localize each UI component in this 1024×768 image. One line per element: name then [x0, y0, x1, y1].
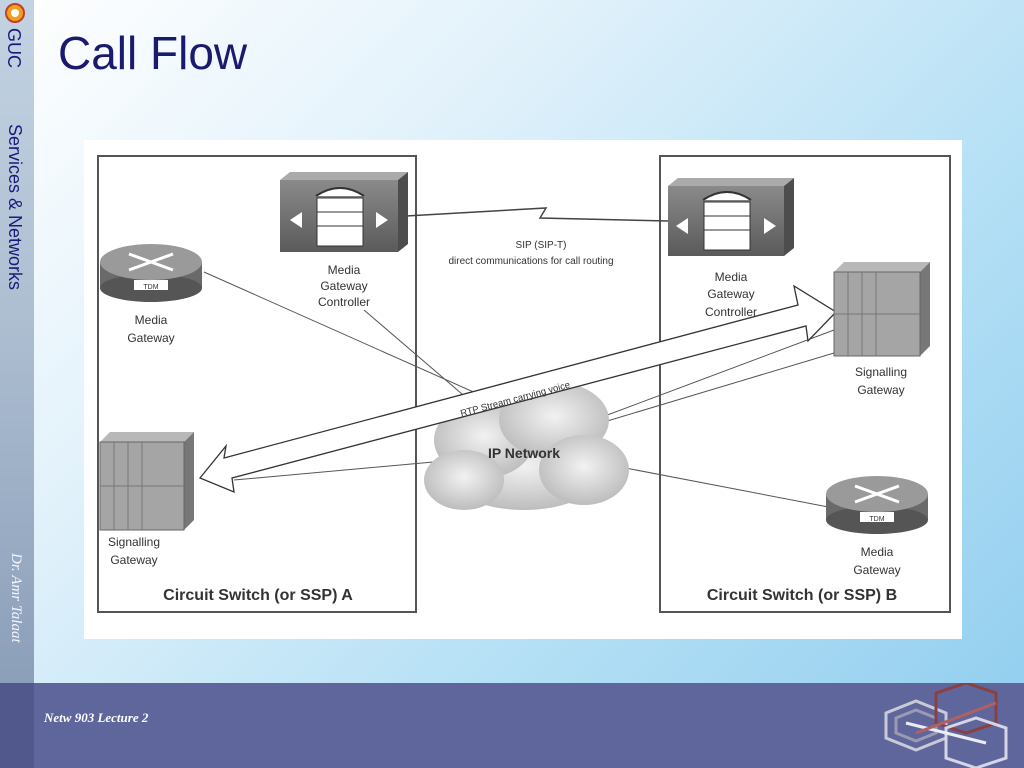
ip-network-label: IP Network	[488, 445, 560, 461]
slide-title: Call Flow	[58, 27, 248, 79]
footer-bar: Netw 903 Lecture 2	[0, 683, 1024, 768]
footer-left-block	[0, 683, 34, 768]
mg-b-label-2: Gateway	[853, 563, 900, 577]
mg-a-label-1: Media	[135, 313, 168, 327]
mg-b-label-1: Media	[861, 545, 894, 559]
media-gateway-b-icon	[826, 476, 928, 534]
ip-network-cloud	[424, 382, 629, 510]
sg-b-label-2: Gateway	[857, 383, 904, 397]
sip-link	[405, 207, 669, 222]
sg-a-label-2: Gateway	[110, 553, 157, 567]
guc-logo: GUC	[2, 0, 32, 80]
call-flow-diagram: SIP (SIP-T) direct communications for ca…	[84, 140, 962, 639]
sidebar-course-title: Services & Networks	[5, 124, 25, 291]
media-gateway-controller-a-icon	[280, 172, 408, 252]
circuit-switch-a-title: Circuit Switch (or SSP) A	[163, 587, 353, 604]
circuit-switch-b-title: Circuit Switch (or SSP) B	[707, 587, 897, 604]
tdm-label-b: TDM	[869, 516, 884, 523]
author-name: Dr. Amr Talaat	[8, 553, 24, 643]
circuit-switch-a-box	[97, 155, 417, 613]
media-gateway-a-icon	[100, 244, 202, 302]
media-gateway-controller-b-icon	[668, 178, 794, 256]
signalling-gateway-a-icon	[99, 432, 194, 531]
sg-b-label-1: Signalling	[855, 365, 907, 379]
signalling-gateway-b-icon	[833, 262, 930, 357]
mg-a-label-2: Gateway	[127, 331, 174, 345]
tdm-label-a: TDM	[143, 284, 158, 291]
sg-a-label-1: Signalling	[108, 535, 160, 549]
logo-text: GUC	[4, 28, 24, 68]
mgc-b-label-3: Controller	[705, 305, 757, 319]
lecture-label: Netw 903 Lecture 2	[44, 710, 149, 725]
mgc-a-label-2: Gateway	[320, 279, 367, 293]
mgc-b-label-2: Gateway	[707, 287, 754, 301]
mgc-a-label-3: Controller	[318, 295, 370, 309]
mgc-b-label-1: Media	[715, 270, 748, 284]
decorative-circuit-logo	[884, 683, 1008, 768]
sip-label: SIP (SIP-T)	[516, 240, 567, 251]
mgc-a-label-1: Media	[328, 263, 361, 277]
sip-description: direct communications for call routing	[448, 256, 613, 267]
sidebar: GUC Services & Networks Dr. Amr Talaat	[0, 0, 34, 683]
circuit-switch-b-box	[659, 155, 951, 613]
